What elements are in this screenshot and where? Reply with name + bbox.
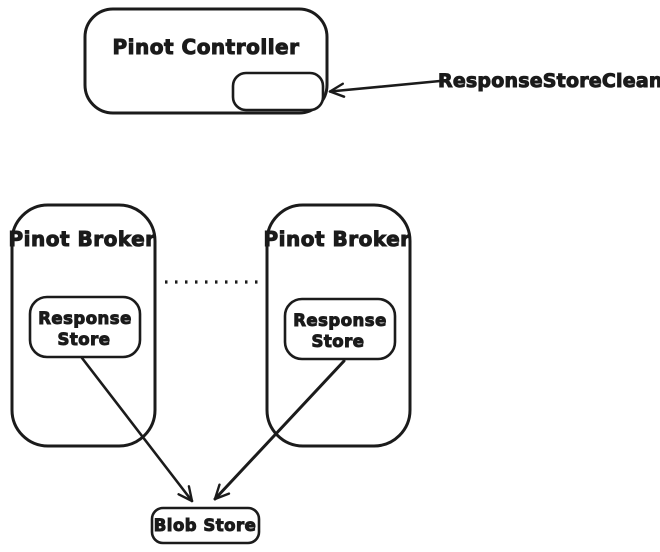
pinot-broker-right-node: Pinot Broker Response Store (263, 203, 412, 448)
response-store-right-to-blob-arrow (213, 359, 346, 501)
cleaner-arrow (328, 79, 442, 98)
pinot-broker-left-node: Pinot Broker Response Store (8, 203, 157, 448)
response-store-right-label-line2: Store (312, 332, 365, 351)
response-store-left-box (28, 295, 142, 359)
pinot-broker-right-label: Pinot Broker (263, 227, 410, 251)
response-store-cleaner-box (231, 71, 325, 112)
blob-store-node: Blob Store (150, 506, 261, 545)
response-store-cleaner-annotation: ResponseStoreCleaner (328, 70, 660, 98)
pinot-controller-label: Pinot Controller (113, 35, 300, 59)
pinot-broker-left-label: Pinot Broker (8, 227, 155, 251)
response-store-right-label-line1: Response (293, 311, 387, 330)
pinot-controller-node: Pinot Controller (83, 7, 329, 115)
response-store-cleaner-label: ResponseStoreCleaner (438, 70, 660, 92)
response-store-right-box (283, 297, 397, 361)
response-store-left-label-line1: Response (38, 309, 132, 328)
response-store-left-label-line2: Store (58, 330, 111, 349)
blob-store-label: Blob Store (154, 516, 257, 535)
blob-store-box (150, 506, 261, 545)
response-store-left-to-blob-arrow (80, 356, 194, 503)
